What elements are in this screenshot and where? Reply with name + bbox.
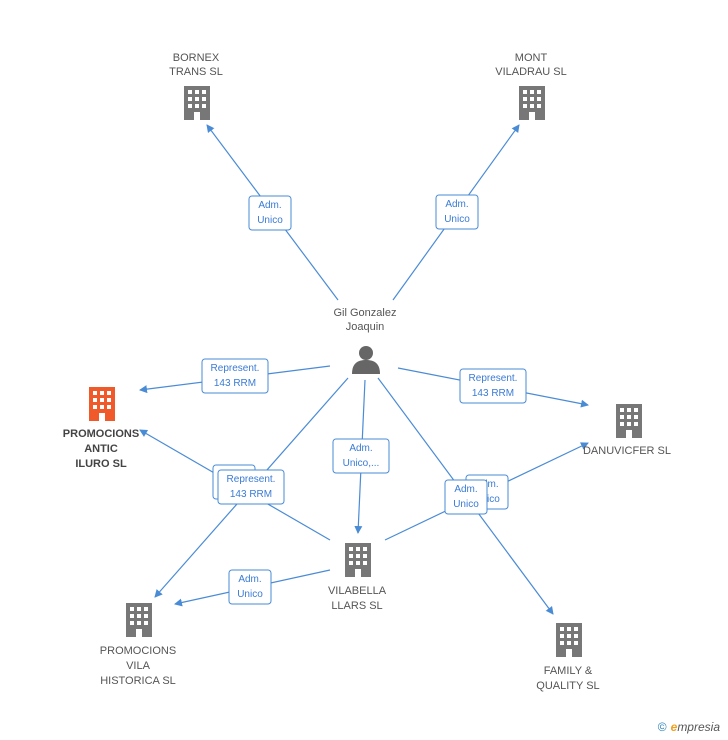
- edge-label-bornex: Adm. Unico: [248, 195, 292, 231]
- svg-text:Adm.: Adm.: [258, 200, 281, 211]
- svg-text:Adm.: Adm.: [349, 443, 372, 454]
- svg-text:DANUVICFER SL: DANUVICFER SL: [583, 445, 671, 457]
- empresia-wordmark: mpresia: [677, 720, 720, 734]
- edge-label-antic-person: Represent. 143 RRM: [201, 358, 269, 394]
- person-icon: [352, 346, 380, 374]
- svg-text:ANTIC: ANTIC: [84, 443, 118, 455]
- brand-footer: ©empresia: [658, 720, 720, 734]
- edge-label-vilabella-person: Adm. Unico,...: [332, 438, 390, 474]
- svg-text:Joaquin: Joaquin: [346, 321, 385, 333]
- svg-text:143 RRM: 143 RRM: [472, 388, 514, 399]
- svg-text:143 RRM: 143 RRM: [214, 378, 256, 389]
- edge-label-mont: Adm. Unico: [435, 194, 479, 230]
- svg-text:Unico: Unico: [453, 499, 479, 510]
- svg-text:PROMOCIONS: PROMOCIONS: [63, 428, 139, 440]
- svg-text:ILURO SL: ILURO SL: [75, 458, 127, 470]
- svg-text:Adm.: Adm.: [454, 484, 477, 495]
- svg-text:VILABELLA: VILABELLA: [328, 585, 387, 597]
- svg-text:Represent.: Represent.: [227, 474, 276, 485]
- svg-text:TRANS SL: TRANS SL: [169, 66, 223, 78]
- empresia-logo: e: [670, 720, 678, 734]
- node-bornex[interactable]: BORNEX TRANS SL: [169, 52, 223, 120]
- svg-text:Represent.: Represent.: [469, 373, 518, 384]
- svg-text:MONT: MONT: [515, 52, 548, 64]
- svg-text:FAMILY &: FAMILY &: [544, 665, 593, 677]
- edge-label-antic-vilabella: Represent. 143 RRM: [217, 469, 285, 505]
- svg-text:BORNEX: BORNEX: [173, 52, 220, 64]
- svg-text:Unico: Unico: [237, 589, 263, 600]
- edge-label-danuvicfer-vilabella: Adm. Unico: [444, 479, 488, 515]
- node-promocions-vila[interactable]: PROMOCIONS VILA HISTORICA SL: [100, 603, 176, 687]
- svg-text:Unico: Unico: [444, 214, 470, 225]
- node-person[interactable]: Gil Gonzalez Joaquin: [334, 307, 397, 374]
- svg-text:VILA: VILA: [126, 660, 151, 672]
- svg-text:Unico: Unico: [257, 215, 283, 226]
- svg-text:QUALITY SL: QUALITY SL: [536, 680, 599, 692]
- svg-text:VILADRAU SL: VILADRAU SL: [495, 66, 567, 78]
- svg-text:LLARS SL: LLARS SL: [331, 600, 382, 612]
- node-promocions-antic[interactable]: PROMOCIONS ANTIC ILURO SL: [63, 387, 139, 470]
- node-mont[interactable]: MONT VILADRAU SL: [495, 52, 567, 120]
- svg-text:PROMOCIONS: PROMOCIONS: [100, 645, 176, 657]
- svg-text:Represent.: Represent.: [211, 363, 260, 374]
- svg-text:Adm.: Adm.: [445, 199, 468, 210]
- edge-label-vila-vilabella: Adm. Unico: [228, 569, 272, 605]
- node-vilabella[interactable]: VILABELLA LLARS SL: [328, 543, 387, 612]
- svg-text:Gil Gonzalez: Gil Gonzalez: [334, 307, 397, 319]
- copyright-symbol: ©: [657, 720, 667, 734]
- node-family[interactable]: FAMILY & QUALITY SL: [536, 623, 600, 692]
- svg-text:HISTORICA SL: HISTORICA SL: [100, 675, 176, 687]
- edge-label-danuvicfer-person: Represent. 143 RRM: [459, 368, 527, 404]
- node-danuvicfer[interactable]: DANUVICFER SL: [583, 404, 671, 457]
- svg-text:Unico,...: Unico,...: [343, 458, 380, 469]
- svg-text:Adm.: Adm.: [238, 574, 261, 585]
- svg-text:143 RRM: 143 RRM: [230, 489, 272, 500]
